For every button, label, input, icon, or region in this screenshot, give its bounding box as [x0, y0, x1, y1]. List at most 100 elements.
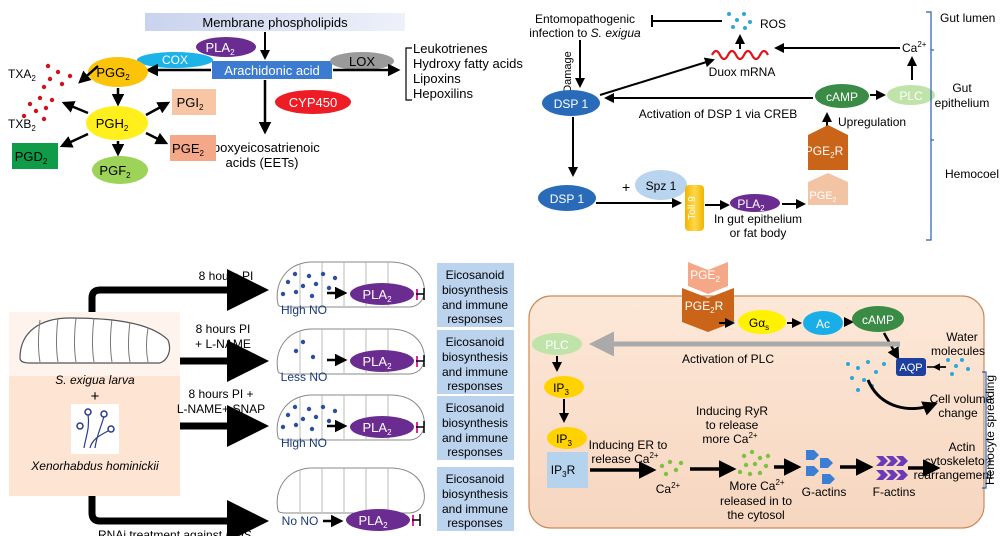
bacteria-label: Xenorhabdus hominickii	[30, 459, 159, 473]
ca-dots-2	[737, 449, 771, 477]
row2-condition-line2: + L-NAME	[195, 337, 251, 351]
gas-node	[738, 310, 786, 334]
larva-row-4: No NO PLA2 Eicosanoid biosynthesis and i…	[276, 467, 514, 531]
svg-text:Lipoxins: Lipoxins	[413, 71, 461, 86]
svg-text:Hepoxilins: Hepoxilins	[413, 86, 473, 101]
svg-text:More Ca2+: More Ca2+	[729, 478, 784, 493]
eets-label-line2: acids (EETs)	[226, 155, 299, 170]
water-label-line1: Water	[946, 330, 978, 344]
plc-label-b: PLC	[899, 89, 923, 103]
svg-text:TXA2: TXA2	[8, 67, 36, 83]
svg-text:and immune: and immune	[442, 298, 508, 312]
no-dots-2	[293, 339, 316, 360]
plus-sign-b: +	[622, 179, 630, 195]
damage-label: Damage	[562, 51, 574, 93]
ros-dots	[727, 12, 752, 30]
larva-row-1: High NO PLA2 Eicosanoid biosynthesis and…	[276, 261, 514, 327]
ip3r-receptor	[547, 452, 588, 488]
svg-text:PGE2R: PGE2R	[685, 299, 724, 315]
pge2r-receptor-d	[682, 288, 734, 332]
camp-node-d	[852, 306, 904, 332]
svg-text:IP3R: IP3R	[551, 463, 576, 479]
gut-epithelium-line1: Gut	[952, 81, 972, 95]
ryr-label-line2: to release	[706, 418, 759, 432]
svg-text:PLA2: PLA2	[362, 420, 392, 437]
lox-enzyme	[330, 52, 394, 70]
no-level-3: High NO	[281, 436, 327, 450]
no-level-1: High NO	[281, 303, 327, 317]
water-dots-outside	[946, 358, 970, 376]
er-label-line1: Inducing ER to	[589, 438, 668, 452]
svg-text:and immune: and immune	[442, 502, 508, 516]
svg-text:PLA2: PLA2	[737, 197, 765, 213]
svg-text:release Ca2+: release Ca2+	[591, 451, 658, 466]
svg-text:PGH2: PGH2	[96, 116, 129, 133]
svg-text:infection to S. exigua: infection to S. exigua	[529, 26, 641, 40]
no-dots-3	[280, 404, 338, 432]
row3-condition-line1: 8 hours PI +	[188, 387, 253, 401]
activation-plc-label: Activation of PLC	[682, 352, 774, 366]
g-actins-shapes	[806, 450, 835, 484]
pgi2-node	[172, 89, 216, 115]
arachidonic-acid-box	[212, 61, 332, 79]
svg-text:IP3: IP3	[556, 432, 572, 448]
actin-line3: rearrangement	[914, 468, 993, 482]
g-actins-label: G-actins	[802, 485, 847, 499]
svg-text:and immune: and immune	[442, 431, 508, 445]
activation-dsp1-label: Activation of DSP 1 via CREB	[639, 107, 798, 121]
pla2-enzyme	[196, 37, 256, 57]
toll9-receptor	[685, 185, 704, 231]
gut-epithelium-line2: epithelium	[935, 96, 990, 110]
svg-text:PGE2: PGE2	[690, 268, 720, 284]
svg-text:responses: responses	[447, 312, 502, 326]
plus-sign-c: +	[91, 388, 100, 405]
svg-text:IP3: IP3	[553, 381, 569, 397]
row2-condition-line1: 8 hours PI	[196, 322, 251, 336]
pla2-enzyme-b	[730, 194, 780, 212]
panel-b-gut-immunity: Entomopathogenic infection to S. exigua …	[529, 11, 999, 241]
hemocyte-spreading-label: Hemocyte spreading	[983, 375, 997, 485]
pgf2-node	[92, 156, 148, 184]
svg-text:TXB2: TXB2	[8, 117, 36, 133]
plc-node-d	[532, 333, 582, 355]
svg-text:PLA2: PLA2	[205, 40, 235, 57]
svg-text:PGE2: PGE2	[172, 141, 204, 158]
svg-text:Leukotrienes: Leukotrienes	[413, 41, 488, 56]
ryr-label-line3: more Ca	[702, 432, 748, 446]
pge2-ligand-b	[808, 173, 848, 205]
no-level-4: No NO	[282, 514, 319, 528]
gut-lumen-label: Gut lumen	[940, 11, 995, 25]
ca-label: Ca	[902, 41, 918, 55]
txa2-dots	[41, 63, 73, 90]
svg-text:PGE2R: PGE2R	[805, 144, 844, 160]
aqp-channel	[896, 358, 926, 376]
actin-line1: Actin	[949, 440, 976, 454]
svg-text:PGE2: PGE2	[809, 190, 836, 204]
toll9-label: Toll 9	[687, 196, 698, 220]
spz1-node	[635, 170, 687, 200]
ac-node	[803, 311, 843, 335]
infection-label-line1: Entomopathogenic	[535, 12, 635, 26]
larva-row-3: High NO PLA2 Eicosanoid biosynthesis and…	[276, 394, 514, 460]
svg-text:biosynthesis: biosynthesis	[442, 487, 508, 501]
water-dots-inside	[846, 360, 886, 392]
more-ca-line3: the cytosol	[727, 508, 784, 522]
txb2-label: TXB	[8, 117, 31, 131]
pgh2-node	[86, 106, 148, 140]
svg-text:Hydroxy fatty acids: Hydroxy fatty acids	[413, 56, 523, 71]
cox-label: COX	[162, 53, 188, 67]
txb2-dots	[21, 95, 55, 122]
larva-outline-4	[276, 467, 425, 514]
svg-text:biosynthesis: biosynthesis	[442, 283, 508, 297]
f-actins-label: F-actins	[873, 485, 916, 499]
gut-label-line2: or fat body	[730, 226, 787, 240]
output-box-4	[437, 467, 514, 531]
camp-node-b	[815, 84, 869, 108]
ros-label: ROS	[760, 17, 786, 31]
svg-text:Eicosanoid: Eicosanoid	[446, 335, 505, 349]
lox-label: LOX	[349, 54, 375, 69]
dsp1-top-label: DSP 1	[554, 97, 589, 111]
svg-text:Ca2+: Ca2+	[656, 481, 681, 496]
ca-dots-1	[659, 459, 684, 477]
